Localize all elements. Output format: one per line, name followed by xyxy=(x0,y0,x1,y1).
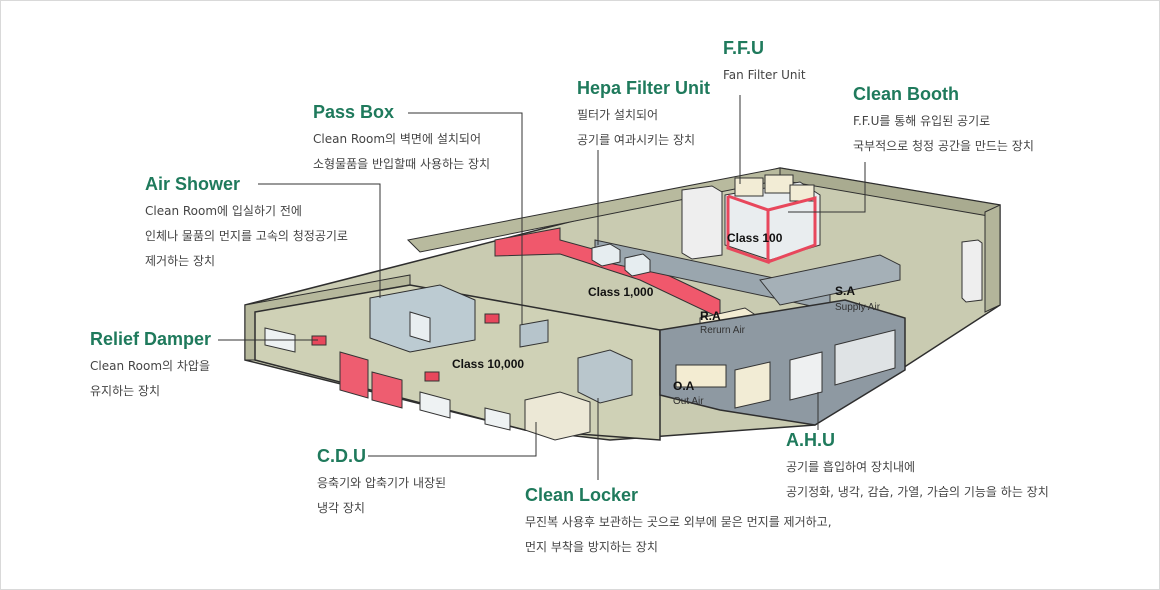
clean-booth-title: Clean Booth xyxy=(853,84,959,104)
oa-tag: O.A xyxy=(673,379,695,393)
ahu-line: 공기를 흡입하여 장치내에 xyxy=(786,460,916,474)
ahu-housing xyxy=(659,299,906,426)
clean-booth-line: 국부적으로 청정 공간을 만드는 장치 xyxy=(853,139,1034,153)
hepa-filter-box xyxy=(591,243,621,267)
leader-lines xyxy=(218,95,866,480)
ffu-line: Fan Filter Unit xyxy=(723,68,806,82)
cabinet xyxy=(961,239,983,303)
hepa-filter-box xyxy=(624,253,651,277)
ffu-unit xyxy=(764,174,794,194)
hepa-line: 공기를 여과시키는 장치 xyxy=(577,133,696,147)
ahu-title: A.H.U xyxy=(786,430,835,450)
cdu-unit xyxy=(524,391,591,441)
clean-locker-line: 먼지 부착을 방지하는 장치 xyxy=(525,540,658,554)
ahu-callout: A.H.U 공기를 흡입하여 장치내에 공기정화, 냉각, 감습, 가열, 가습… xyxy=(786,429,1049,505)
clean-locker xyxy=(577,349,633,404)
relief-damper-title: Relief Damper xyxy=(90,329,212,349)
pass-box-title: Pass Box xyxy=(313,102,395,122)
air-shower-door xyxy=(371,371,403,409)
class100-tag: Class 100 xyxy=(727,231,783,245)
cdu-line: 냉각 장치 xyxy=(317,501,365,515)
clean-booth-line: F.F.U를 통해 유입된 공기로 xyxy=(853,114,991,128)
front-window xyxy=(419,391,451,419)
cdu-title: C.D.U xyxy=(317,446,366,466)
ffu-title: F.F.U xyxy=(723,38,765,58)
ahu-line: 공기정화, 냉각, 감습, 가열, 가습의 기능을 하는 장치 xyxy=(786,485,1049,499)
ffu-unit xyxy=(734,177,764,197)
pass-box xyxy=(519,319,549,348)
air-shower-title: Air Shower xyxy=(145,174,241,194)
sa-tag: S.A xyxy=(835,284,855,298)
hepa-title: Hepa Filter Unit xyxy=(577,78,711,98)
relief-damper-callout: Relief Damper Clean Room의 차압을 유지하는 장치 xyxy=(90,328,211,404)
relief-damper-unit xyxy=(484,313,500,324)
class10000-tag: Class 10,000 xyxy=(452,357,524,371)
ffu-callout: F.F.U Fan Filter Unit xyxy=(723,37,806,88)
pass-box-line: Clean Room의 벽면에 설치되어 xyxy=(313,132,481,146)
class1000-tag: Class 1,000 xyxy=(588,285,654,299)
ra-sub-tag: Rerurn Air xyxy=(700,325,746,336)
hepa-callout: Hepa Filter Unit 필터가 설치되어 공기를 여과시키는 장치 xyxy=(577,77,710,153)
oa-sub-tag: Out Air xyxy=(673,396,704,407)
clean-locker-title: Clean Locker xyxy=(525,485,639,505)
air-shower-line: 제거하는 장치 xyxy=(145,254,216,268)
relief-damper-line: Clean Room의 차압을 xyxy=(90,359,211,373)
clean-booth-callout: Clean Booth F.F.U를 통해 유입된 공기로 국부적으로 청정 공… xyxy=(853,83,1034,159)
sa-sub-tag: Supply Air xyxy=(835,302,881,313)
relief-damper-unit xyxy=(424,371,440,382)
pass-box-callout: Pass Box Clean Room의 벽면에 설치되어 소형물품을 반입할때… xyxy=(313,101,490,177)
supply-duct xyxy=(494,227,721,319)
entry-door xyxy=(339,351,369,399)
return-duct xyxy=(759,254,901,306)
cdu-callout: C.D.U 응축기와 압축기가 내장된 냉각 장치 xyxy=(317,445,446,521)
pass-box-line: 소형물품을 반입할때 사용하는 장치 xyxy=(313,157,491,171)
ra-tag: R.A xyxy=(700,309,721,323)
oa-unit xyxy=(675,364,727,388)
hepa-line: 필터가 설치되어 xyxy=(577,108,659,122)
relief-damper-line: 유지하는 장치 xyxy=(90,384,161,398)
clean-locker-line: 무진복 사용후 보관하는 곳으로 외부에 묻은 먼지를 제거하고, xyxy=(525,515,832,529)
air-shower-callout: Air Shower Clean Room에 입실하기 전에 인체나 물품의 먼… xyxy=(145,173,348,274)
air-shower-line: 인체나 물품의 먼지를 고속의 청정공기로 xyxy=(145,229,348,243)
right-wall xyxy=(984,204,1001,313)
cabinet xyxy=(681,185,723,260)
front-window xyxy=(484,407,511,431)
cdu-line: 응축기와 압축기가 내장된 xyxy=(317,476,447,490)
air-shower-line: Clean Room에 입실하기 전에 xyxy=(145,204,302,218)
clean-locker-callout: Clean Locker 무진복 사용후 보관하는 곳으로 외부에 묻은 먼지를… xyxy=(525,484,832,560)
